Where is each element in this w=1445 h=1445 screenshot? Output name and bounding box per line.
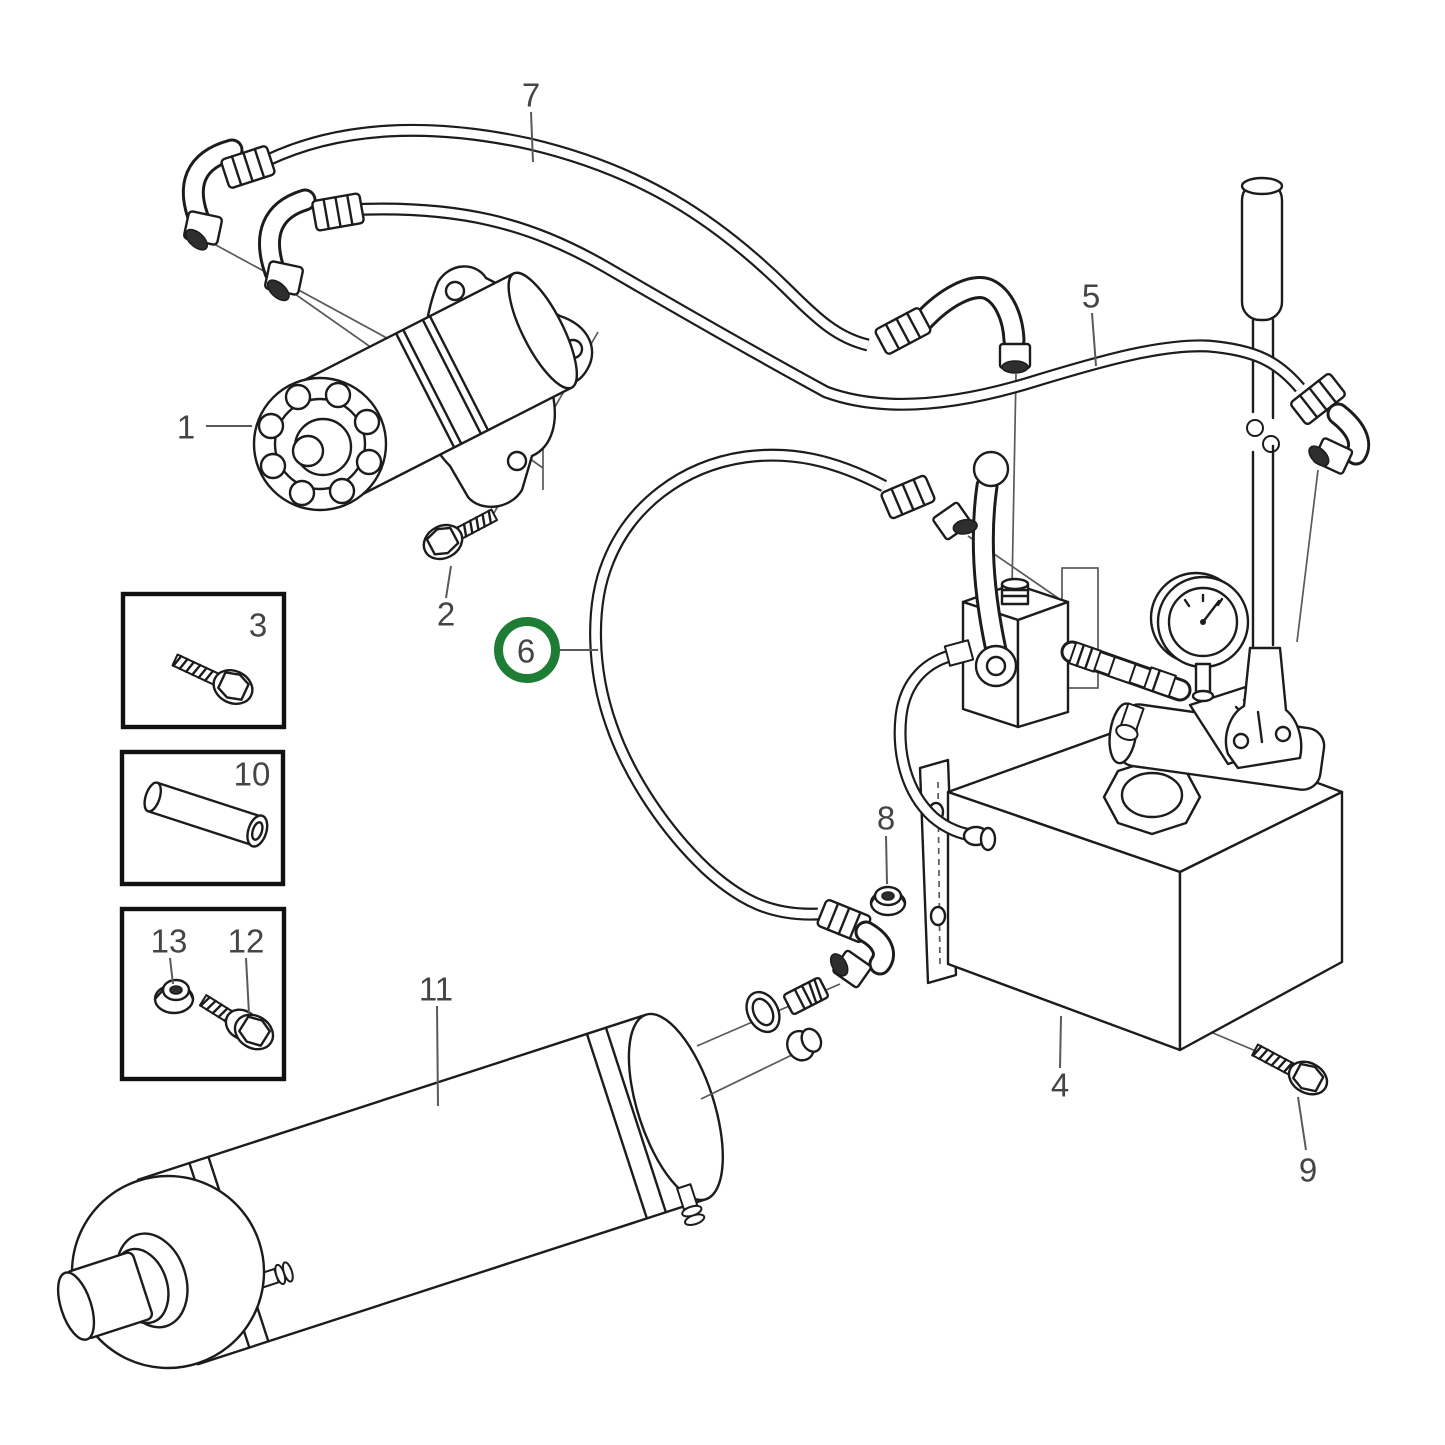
callout-leaders [169, 111, 1307, 1151]
callout-5-label[interactable]: 5 [1082, 278, 1100, 315]
steering-pump-drawing [252, 265, 594, 512]
callout-7[interactable]: 7 [522, 77, 540, 114]
inset-box-12-13 [119, 906, 287, 1082]
callout-11-label[interactable]: 11 [419, 971, 453, 1008]
hose-7-drawing [181, 123, 1032, 374]
inset-box-10 [119, 749, 286, 887]
inset-box-3 [120, 591, 287, 730]
callout-13-label[interactable]: 13 [151, 923, 188, 960]
callout-2[interactable]: 2 [437, 596, 455, 633]
callout-2-label[interactable]: 2 [437, 596, 455, 633]
callout-12-label[interactable]: 12 [228, 923, 265, 960]
callout-12[interactable]: 12 [228, 923, 265, 960]
callout-7-label[interactable]: 7 [522, 77, 540, 114]
callout-9[interactable]: 9 [1299, 1152, 1317, 1189]
callout-11[interactable]: 11 [419, 971, 453, 1008]
bolt-9-drawing [1251, 1043, 1329, 1096]
callout-1[interactable]: 1 [177, 409, 195, 446]
hose-6-drawing [589, 448, 978, 1100]
highlight-ring [494, 617, 560, 683]
hose-5-drawing [258, 188, 1371, 475]
callout-10-label[interactable]: 10 [234, 756, 271, 793]
callout-6-highlighted[interactable]: 6 [494, 617, 560, 683]
callout-3-label[interactable]: 3 [249, 607, 267, 644]
bolt-2-drawing [422, 508, 499, 561]
callout-9-label[interactable]: 9 [1299, 1152, 1317, 1189]
callout-1-label[interactable]: 1 [177, 409, 195, 446]
callout-8[interactable]: 8 [877, 800, 895, 837]
callout-5[interactable]: 5 [1082, 278, 1100, 315]
callout-8-label[interactable]: 8 [877, 800, 895, 837]
callout-6-label[interactable]: 6 [517, 633, 535, 670]
callout-4-label[interactable]: 4 [1051, 1067, 1069, 1104]
callout-10[interactable]: 10 [234, 756, 271, 793]
callout-13[interactable]: 13 [151, 923, 188, 960]
callout-4[interactable]: 4 [1051, 1067, 1069, 1104]
nut-8-drawing [869, 885, 907, 917]
cylinder-drawing [56, 1012, 725, 1370]
hand-pump-reservoir-drawing [893, 176, 1344, 1052]
callout-3[interactable]: 3 [249, 607, 267, 644]
